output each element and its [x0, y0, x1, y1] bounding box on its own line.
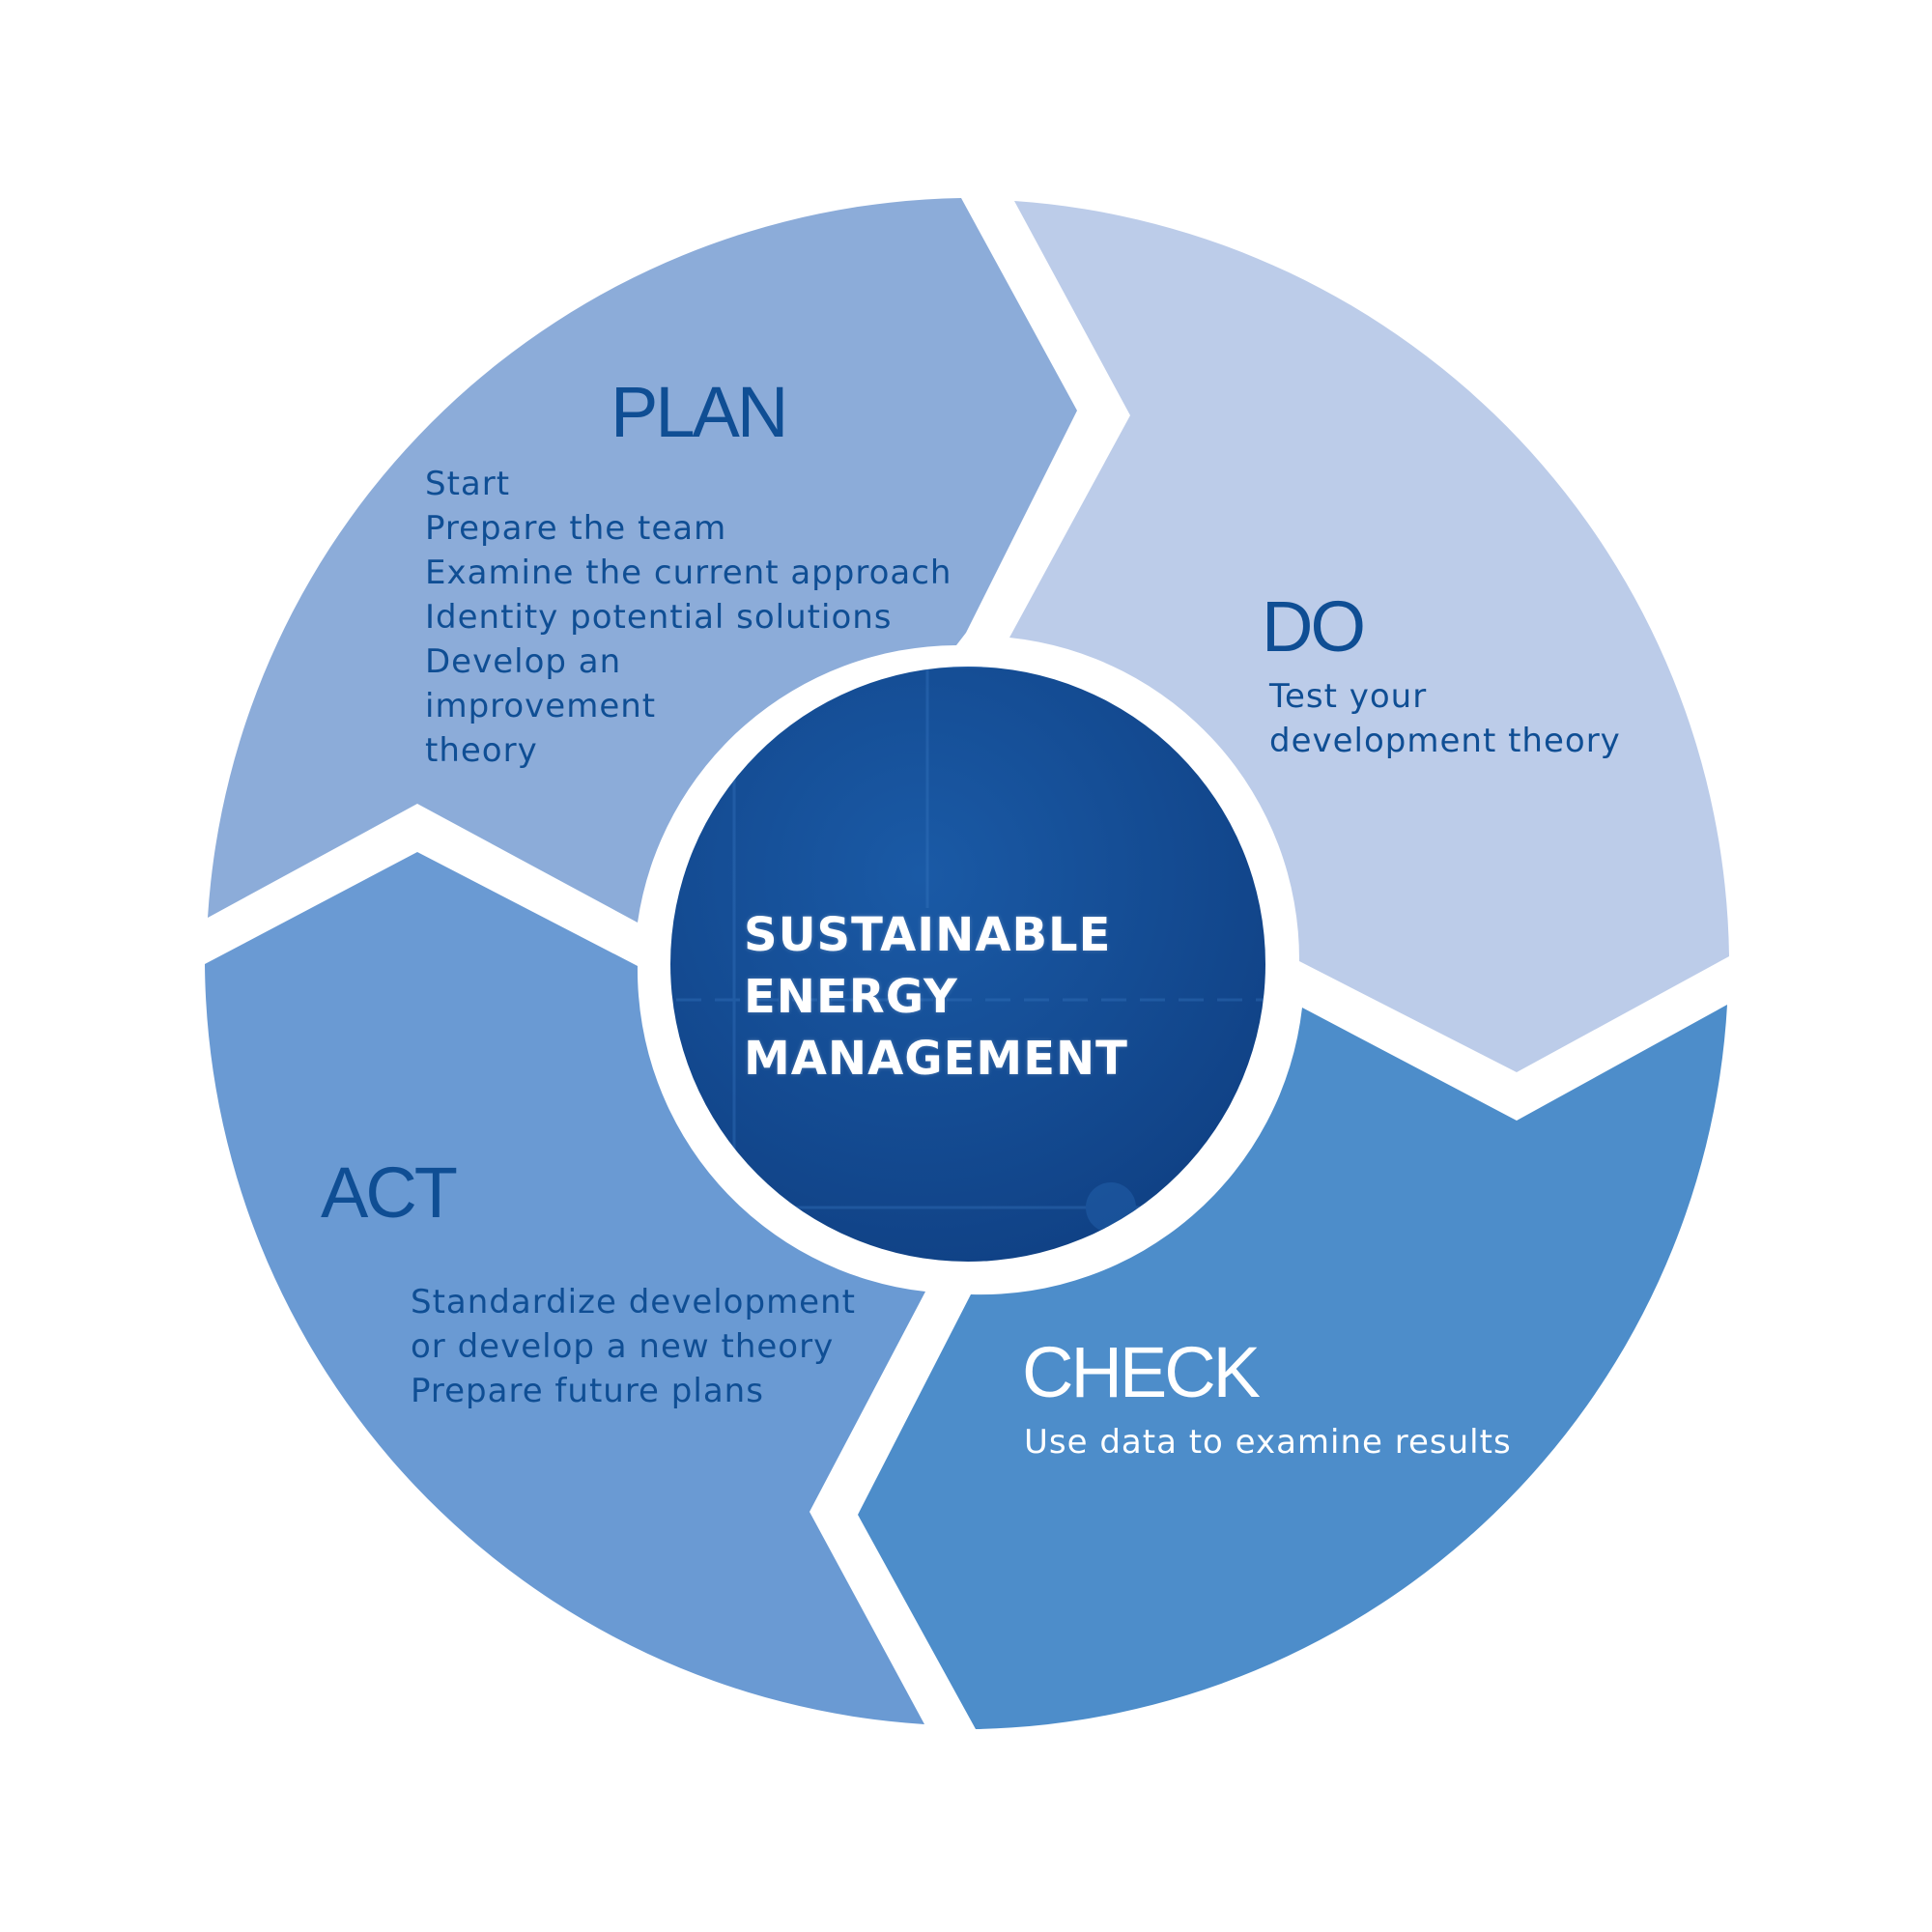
center-circle	[670, 667, 1265, 1262]
do-steps: Test your development theory	[1269, 674, 1621, 763]
plan-segment	[208, 198, 1077, 923]
plan-steps: Start Prepare the team Examine the curre…	[425, 462, 952, 773]
act-step: Prepare future plans	[411, 1372, 764, 1410]
plan-step: Develop an	[425, 642, 622, 681]
act-step: Standardize development	[411, 1283, 856, 1321]
act-segment	[205, 852, 925, 1724]
plan-step: Identity potential solutions	[425, 598, 893, 637]
act-title: ACT	[321, 1152, 458, 1233]
plan-step: Examine the current approach	[425, 554, 952, 592]
center-label-line: MANAGEMENT	[744, 1032, 1128, 1086]
act-step: or develop a new theory	[411, 1327, 835, 1366]
center-label-line: ENERGY	[744, 970, 958, 1024]
plan-title: PLAN	[611, 372, 788, 452]
plan-step: improvement	[425, 687, 657, 725]
do-step: Test your	[1269, 677, 1428, 716]
check-step: Use data to examine results	[1024, 1423, 1512, 1462]
check-title: CHECK	[1022, 1332, 1261, 1412]
plan-step: Prepare the team	[425, 509, 727, 548]
do-step: development theory	[1269, 722, 1621, 760]
plan-step: theory	[425, 731, 538, 770]
center-label: SUSTAINABLE ENERGY MANAGEMENT	[744, 904, 1128, 1090]
plan-step: Start	[425, 465, 511, 503]
do-title: DO	[1262, 586, 1366, 667]
do-segment	[1009, 201, 1729, 1072]
check-steps: Use data to examine results	[1024, 1420, 1512, 1464]
center-label-line: SUSTAINABLE	[744, 908, 1112, 962]
check-segment	[858, 1005, 1727, 1729]
act-steps: Standardize development or develop a new…	[411, 1280, 856, 1413]
